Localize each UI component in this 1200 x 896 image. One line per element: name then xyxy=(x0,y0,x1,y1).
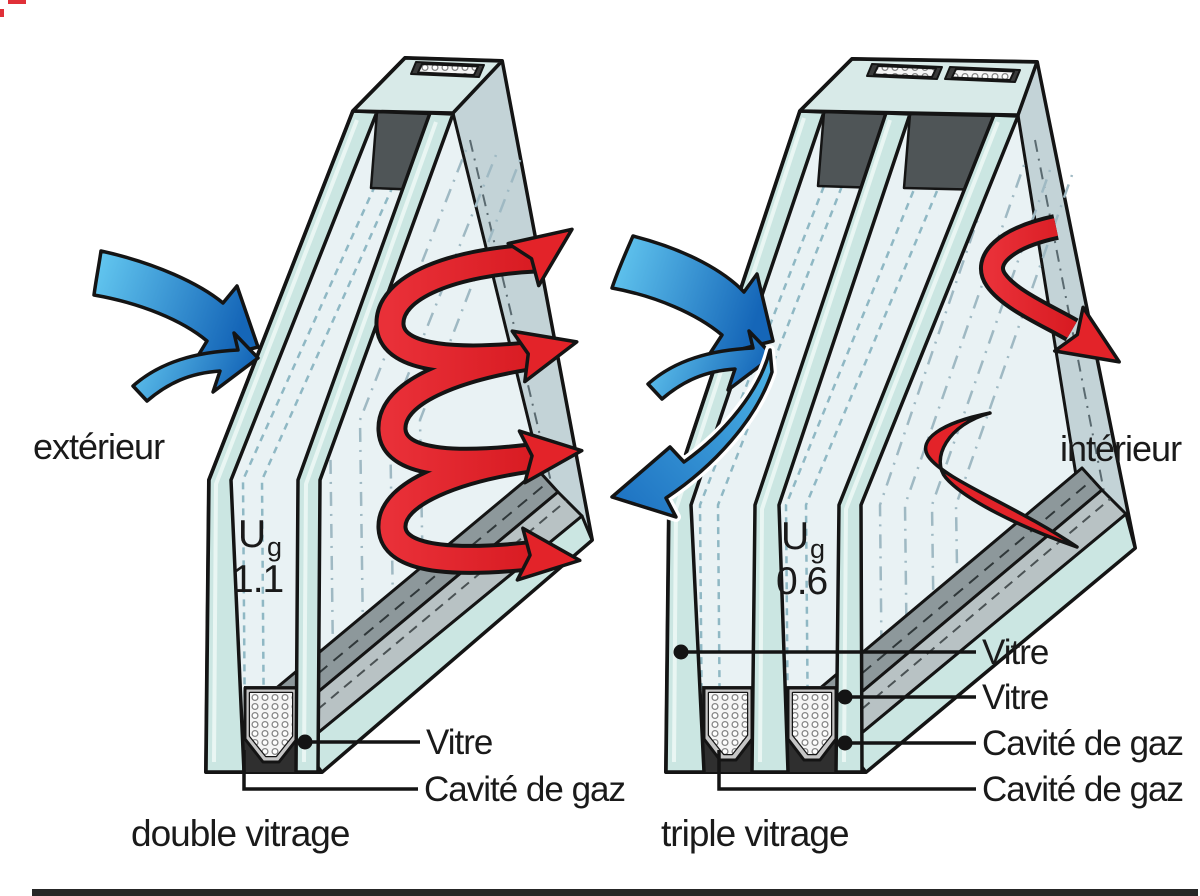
sill-dashed-line xyxy=(291,500,567,732)
glass-dashed-line xyxy=(358,149,468,636)
sill-dashed-line xyxy=(835,498,1111,732)
u-value-symbol-left: U xyxy=(238,513,265,556)
cold-air-arrow-large xyxy=(92,249,260,366)
cavity-dashed-line xyxy=(241,149,393,746)
heat-loss-ribbon xyxy=(378,246,542,571)
leader-dot xyxy=(297,734,313,750)
cold-air-arrow-small xyxy=(131,331,260,403)
vitre-label-left: Vitre xyxy=(426,723,492,762)
top-spacer-bar xyxy=(951,68,1015,81)
double-glazing-callouts xyxy=(242,734,420,791)
interior-label: intérieur xyxy=(1060,428,1182,469)
triple-glazing-arrows xyxy=(607,214,1136,549)
double-glazing-title: double vitrage xyxy=(131,813,349,854)
cavite-label-right-2: Cavité de gaz xyxy=(982,770,1183,809)
glass-highlight xyxy=(842,121,1000,763)
double-glazing-arrows xyxy=(92,206,590,588)
leader-dot xyxy=(837,735,853,751)
cavity-dashed-line xyxy=(716,149,858,746)
vitre-label-right-1: Vitre xyxy=(982,633,1048,672)
leader-dot xyxy=(837,689,853,705)
exterior-label: extérieur xyxy=(33,426,165,467)
glass-highlight xyxy=(302,121,438,763)
cavity-dashed-line xyxy=(698,149,840,746)
cold-air-bounce-arrow xyxy=(610,348,774,519)
leader-dot xyxy=(673,644,689,660)
cavity-dashed-line xyxy=(804,154,954,746)
cold-air-arrow-large xyxy=(610,234,775,360)
top-spacer-bar xyxy=(417,63,479,76)
triple-glazing-callouts xyxy=(673,644,976,791)
vitre-label-right-2: Vitre xyxy=(982,678,1048,717)
bottom-border-bar xyxy=(32,889,1198,896)
u-value-subscript-right: g xyxy=(810,534,824,564)
u-value-right: 0.6 xyxy=(776,560,827,603)
leader-line-cavite-2 xyxy=(717,750,976,791)
edge-artifact xyxy=(8,0,26,4)
edge-artifact xyxy=(0,9,4,17)
spacer-desiccant-dots xyxy=(793,693,831,754)
heat-loss-wisp xyxy=(924,411,1079,549)
top-spacer-bar xyxy=(873,65,937,78)
cavity-dashed-line xyxy=(784,154,930,746)
leader-line-cavite xyxy=(242,750,418,791)
cavite-label-right-1: Cavité de gaz xyxy=(982,724,1183,763)
glass-highlight xyxy=(758,119,892,763)
u-value-subscript-left: g xyxy=(267,532,281,562)
side-face-dashed-line xyxy=(1034,139,1109,513)
u-value-left: 1.1 xyxy=(232,558,283,601)
glass-highlight xyxy=(212,119,359,763)
u-value-symbol-right: U xyxy=(781,515,808,558)
cavity-dashed-line xyxy=(260,149,411,746)
side-face-dashed-line xyxy=(469,139,561,521)
heat-loss-ribbon xyxy=(983,218,1077,338)
triple-glazing-title: triple vitrage xyxy=(661,813,849,854)
cavite-label-left: Cavité de gaz xyxy=(424,770,625,809)
glass-dashed-line xyxy=(418,159,522,586)
spacer-desiccant-dots xyxy=(709,693,747,754)
spacer-desiccant-dots xyxy=(250,693,292,756)
